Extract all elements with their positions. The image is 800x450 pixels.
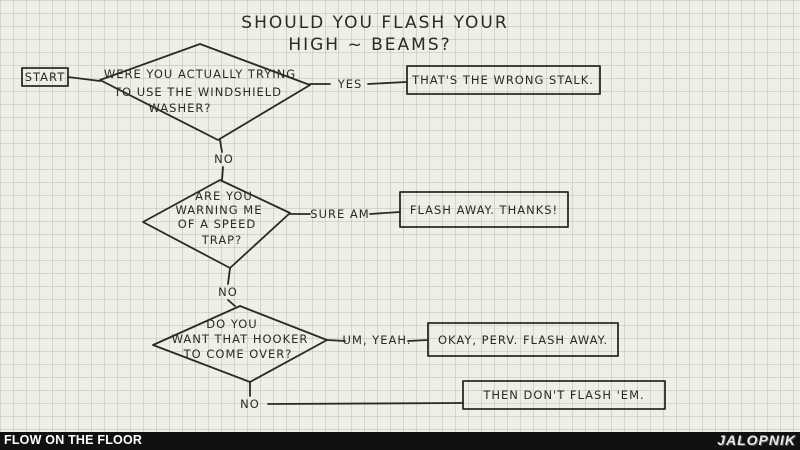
question-1-yes-connector-b	[367, 81, 407, 85]
question-1-no-label: NO	[214, 152, 234, 166]
answer-4-box	[462, 380, 666, 410]
question-1-line-3: WASHER?	[149, 101, 212, 115]
answer-1-box	[406, 65, 601, 95]
question-2-line-2: WARNING ME	[176, 203, 263, 217]
question-1-line-1: WERE YOU ACTUALLY TRYING	[104, 67, 296, 81]
answer-2-text: FLASH AWAY. THANKS!	[410, 203, 558, 217]
flowchart-diagram: SHOULD YOU FLASH YOUR HIGH ~ BEAMS? STAR…	[21, 13, 666, 411]
question-3-line-3: TO COME OVER?	[183, 347, 293, 361]
question-2-yes-connector-b	[369, 211, 401, 215]
start-label: START	[25, 70, 65, 84]
question-1-line-2: TO USE THE WINDSHIELD	[113, 85, 282, 99]
question-3-yes-connector-b	[407, 339, 429, 342]
question-3-line-1: DO YOU	[206, 317, 257, 331]
answer-3-box	[427, 322, 619, 357]
answer-2-box	[399, 191, 569, 228]
diagram-title-line-2: HIGH ~ BEAMS?	[288, 35, 451, 55]
question-3-yes-connector-a	[326, 339, 346, 342]
footer-title: FLOW ON THE FLOOR	[4, 433, 143, 447]
diagram-title-line-1: SHOULD YOU FLASH YOUR	[241, 13, 508, 33]
start-connector	[67, 76, 101, 82]
question-1-diamond	[99, 43, 311, 141]
question-1-yes-label: YES	[337, 77, 363, 91]
question-2-line-3: OF A SPEED	[178, 217, 256, 231]
answer-3-text: OKAY, PERV. FLASH AWAY.	[438, 333, 608, 347]
question-1-no-connector-a	[219, 139, 223, 153]
question-3-yes-label: UM, YEAH.	[343, 333, 412, 347]
question-2-no-label: NO	[218, 285, 238, 299]
question-2-line-4: TRAP?	[201, 233, 242, 247]
footer-bar: FLOW ON THE FLOOR JALOPNIK	[0, 432, 800, 450]
answer-4-text: THEN DON'T FLASH 'EM.	[482, 388, 644, 402]
question-2-no-connector-a	[227, 267, 231, 285]
question-3-line-2: WANT THAT HOOKER	[172, 332, 309, 346]
question-3-no-connector-b	[267, 402, 464, 405]
jalopnik-logo: JALOPNIK	[717, 432, 796, 448]
question-2-yes-label: SURE AM	[310, 207, 369, 221]
question-1-no-connector-b	[221, 166, 224, 181]
question-2-line-1: ARE YOU	[195, 189, 253, 203]
question-2-no-connector-b	[227, 299, 236, 307]
question-3-no-label: NO	[240, 397, 260, 411]
answer-1-text: THAT'S THE WRONG STALK.	[411, 73, 594, 87]
